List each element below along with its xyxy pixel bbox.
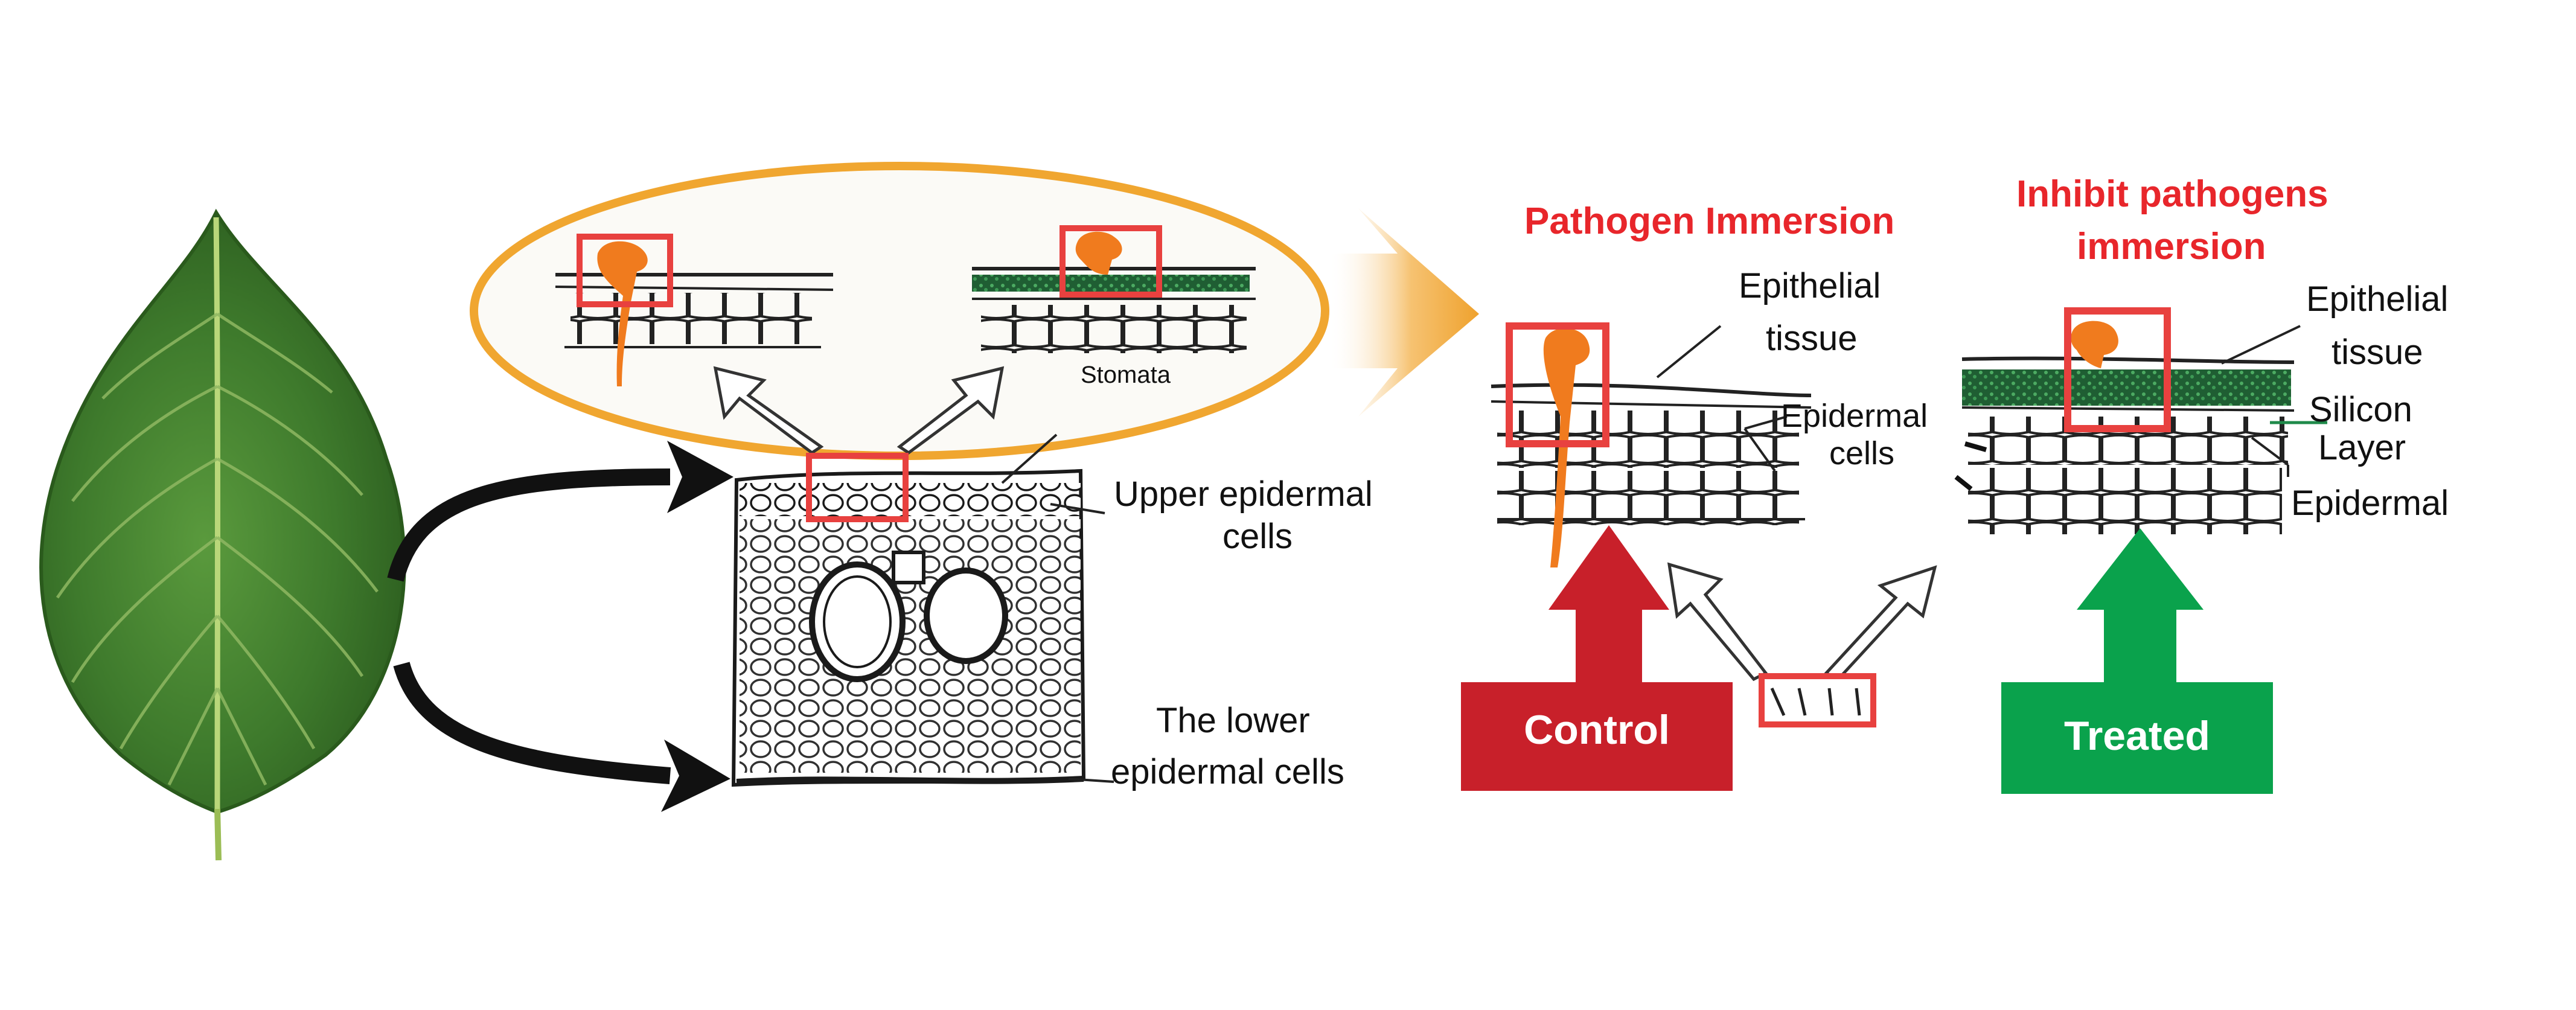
- epidermal-cells-label-line1: Epidermal: [1781, 398, 1928, 434]
- highlight-box: [806, 453, 909, 522]
- epithelial-tissue-right-label-line2: tissue: [2332, 333, 2423, 372]
- control-label: Control: [1524, 707, 1670, 753]
- pathogen-icon: [1075, 231, 1122, 275]
- treated-arrow: [2001, 528, 2273, 794]
- control-section-diagram: [1491, 322, 1812, 567]
- pathogen-icon: [597, 241, 648, 386]
- hollow-arrows-split: [1667, 562, 1937, 682]
- silicon-layer-label-line2: Layer: [2318, 428, 2406, 467]
- leaf-image: [39, 208, 406, 861]
- leaf-cross-section: [731, 468, 1086, 787]
- small-section-box: [1759, 673, 1876, 727]
- epithelial-tissue-label-line1: Epithelial: [1739, 266, 1881, 305]
- silicon-layer-label-line1: Silicon: [2309, 390, 2412, 429]
- lower-epidermal-label-line1: The lower: [1156, 701, 1310, 740]
- control-arrow: [1461, 525, 1733, 791]
- upper-epidermal-label-line2: cells: [1222, 517, 1293, 556]
- epidermal-right-label: Epidermal: [2291, 484, 2449, 523]
- ellipse-section-silicon: [972, 267, 1256, 353]
- hollow-arrows-up: [713, 366, 1005, 455]
- epidermal-cells-label-line2: cells: [1829, 435, 1895, 471]
- stomata-label: Stomata: [1081, 362, 1171, 388]
- leaf-to-section-arrows: [387, 441, 733, 812]
- epithelial-tissue-label-line2: tissue: [1766, 319, 1858, 358]
- pathogen-immersion-title: Pathogen Immersion: [1524, 200, 1895, 242]
- treated-label: Treated: [2064, 713, 2210, 759]
- leader-lines: [1001, 433, 1114, 783]
- upper-epidermal-label-line1: Upper epidermal: [1114, 475, 1373, 514]
- highlight-box: [577, 225, 1162, 307]
- epithelial-tissue-right-label-line1: Epithelial: [2306, 280, 2449, 319]
- inhibit-pathogens-title-line2: immersion: [2077, 226, 2266, 267]
- lower-epidermal-label-line2: epidermal cells: [1111, 752, 1344, 791]
- big-transition-arrow: [1328, 208, 1479, 417]
- ellipse-section-infected: [555, 273, 834, 348]
- inhibit-pathogens-title-line1: Inhibit pathogens: [2016, 173, 2328, 215]
- treated-section-diagram: [1954, 307, 2327, 534]
